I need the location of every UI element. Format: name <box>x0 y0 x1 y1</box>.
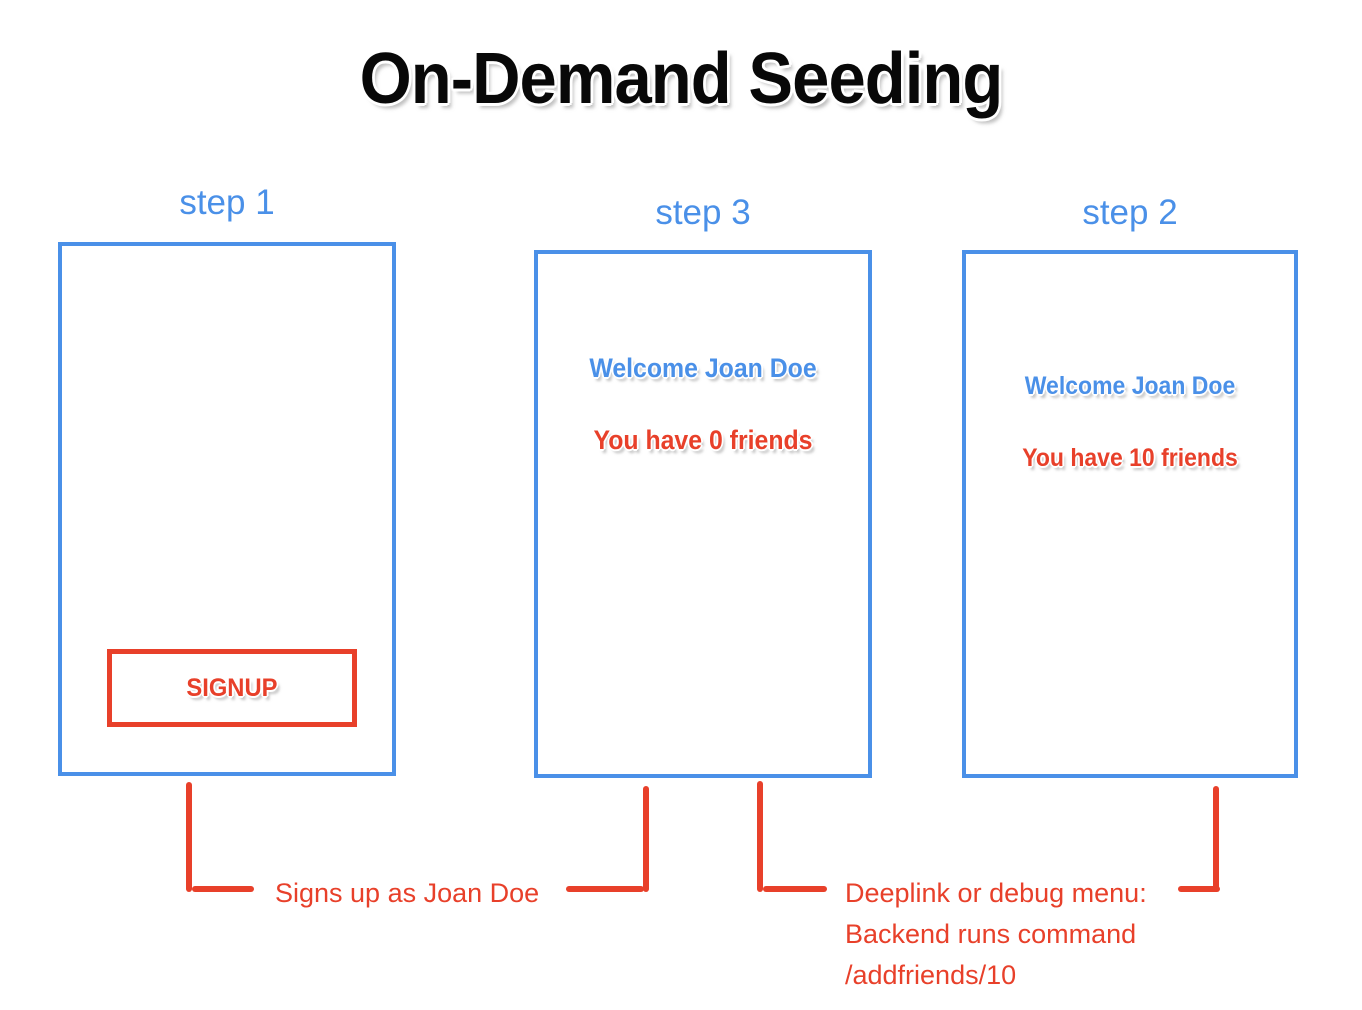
annotation-seed-flow-line-3: /addfriends/10 <box>845 960 1017 990</box>
annotation-seed-flow: Deeplink or debug menu: Backend runs com… <box>845 873 1147 996</box>
friend-count-text-step-3: You have 0 friends <box>593 425 813 455</box>
step-3-caption: step 3 <box>655 193 751 232</box>
connector-step1-horizontal <box>192 886 254 892</box>
phone-screen-step-1: SIGNUP <box>58 242 396 776</box>
signup-button-label: SIGNUP <box>186 673 278 702</box>
connector-step3-left-vertical <box>643 786 649 892</box>
friend-count-text-step-2: You have 10 friends <box>1022 444 1238 472</box>
connector-step2-vertical <box>1213 786 1219 892</box>
welcome-text-step-3: Welcome Joan Doe <box>589 353 817 383</box>
connector-step3-right-horizontal <box>763 886 827 892</box>
annotation-seed-flow-line-2: Backend runs command <box>845 919 1137 949</box>
welcome-text-step-2: Welcome Joan Doe <box>1024 372 1236 400</box>
connector-step2-horizontal <box>1178 886 1220 892</box>
phone-screen-step-2: Welcome Joan Doe You have 10 friends <box>962 250 1298 778</box>
step-1-caption: step 1 <box>179 183 275 222</box>
connector-step3-right-vertical <box>757 781 763 892</box>
connector-step3-left-horizontal <box>566 886 644 892</box>
page-title: On-Demand Seeding <box>359 39 1004 119</box>
phone-screen-step-3: Welcome Joan Doe You have 0 friends <box>534 250 872 778</box>
connector-step1-vertical <box>186 782 192 892</box>
annotation-seed-flow-line-1: Deeplink or debug menu: <box>845 878 1147 908</box>
annotation-signup-flow: Signs up as Joan Doe <box>275 878 540 908</box>
step-2-caption: step 2 <box>1082 193 1178 232</box>
signup-button[interactable]: SIGNUP <box>107 649 357 727</box>
